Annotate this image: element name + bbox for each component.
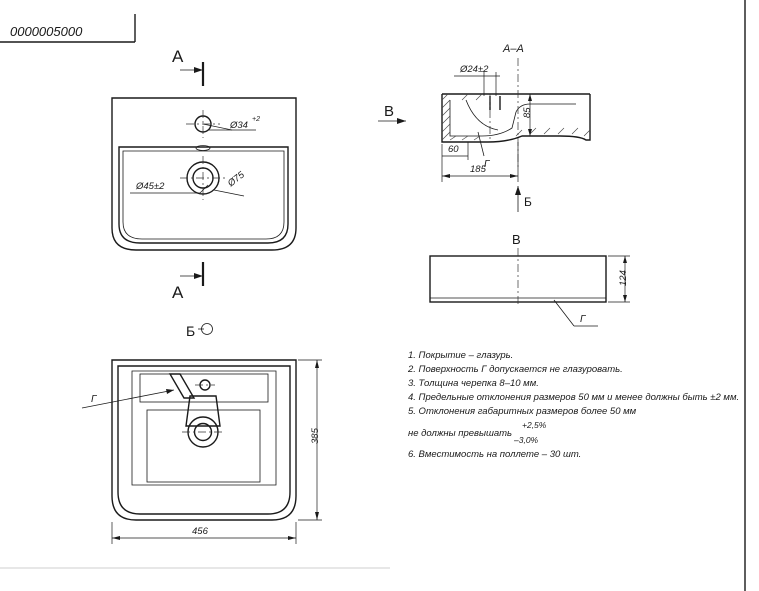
section-mark-top: A [172,47,205,86]
svg-text:Ø75: Ø75 [225,169,247,190]
svg-text:A: A [172,283,184,302]
note-5-plus: +2,5% [522,420,547,430]
note-2: 2. Поверхность Г допускается не глазуров… [407,364,623,375]
drawing-code: 0000005000 [10,24,83,39]
notes-block: 1. Покрытие – глазурь. 2. Поверхность Г … [407,350,739,460]
note-5-cont: не должны превышать [408,428,512,439]
section-view: A–A [441,43,591,182]
view-b-arrow: В [378,103,406,124]
svg-text:Г: Г [484,159,491,170]
svg-text:385: 385 [310,427,321,444]
section-hatch [441,93,591,141]
svg-text:124: 124 [618,270,629,286]
svg-text:185: 185 [470,164,487,175]
top-view: Ø34 +2 Ø45±2 Ø75 [111,97,297,251]
svg-text:Б: Б [186,323,195,339]
svg-text:A: A [172,47,184,66]
section-mark-bottom: A [172,262,205,302]
bottom-view: Г 385 456 [81,359,322,544]
svg-text:456: 456 [192,526,209,537]
note-4: 4. Предельные отклонения размеров 50 мм … [408,392,739,403]
svg-text:60: 60 [448,144,459,155]
svg-text:Ø34: Ø34 [229,120,248,131]
svg-text:В: В [512,232,521,247]
view-b: В 124 Г [429,232,630,327]
note-3: 3. Толщина черепка 8–10 мм. [408,378,539,389]
svg-text:+2: +2 [252,116,260,123]
svg-text:85: 85 [522,107,533,118]
svg-text:В: В [384,103,394,120]
overflow-slot [195,145,211,151]
svg-text:Б: Б [524,195,532,209]
note-5-minus: –3,0% [513,435,539,445]
note-5: 5. Отклонения габаритных размеров более … [408,406,637,417]
note-6: 6. Вместимость на поллете – 30 шт. [408,449,581,460]
bottom-view-label: Б [186,323,213,339]
svg-text:Ø45±2: Ø45±2 [135,181,165,192]
svg-text:Ø24±2: Ø24±2 [459,64,489,75]
view-bottom-arrow: Б [515,186,532,212]
drawing-code-box: 0000005000 [0,14,136,43]
svg-text:Г: Г [580,314,587,325]
note-1: 1. Покрытие – глазурь. [408,350,513,361]
svg-text:Г: Г [91,394,98,405]
svg-text:A–A: A–A [502,43,524,55]
